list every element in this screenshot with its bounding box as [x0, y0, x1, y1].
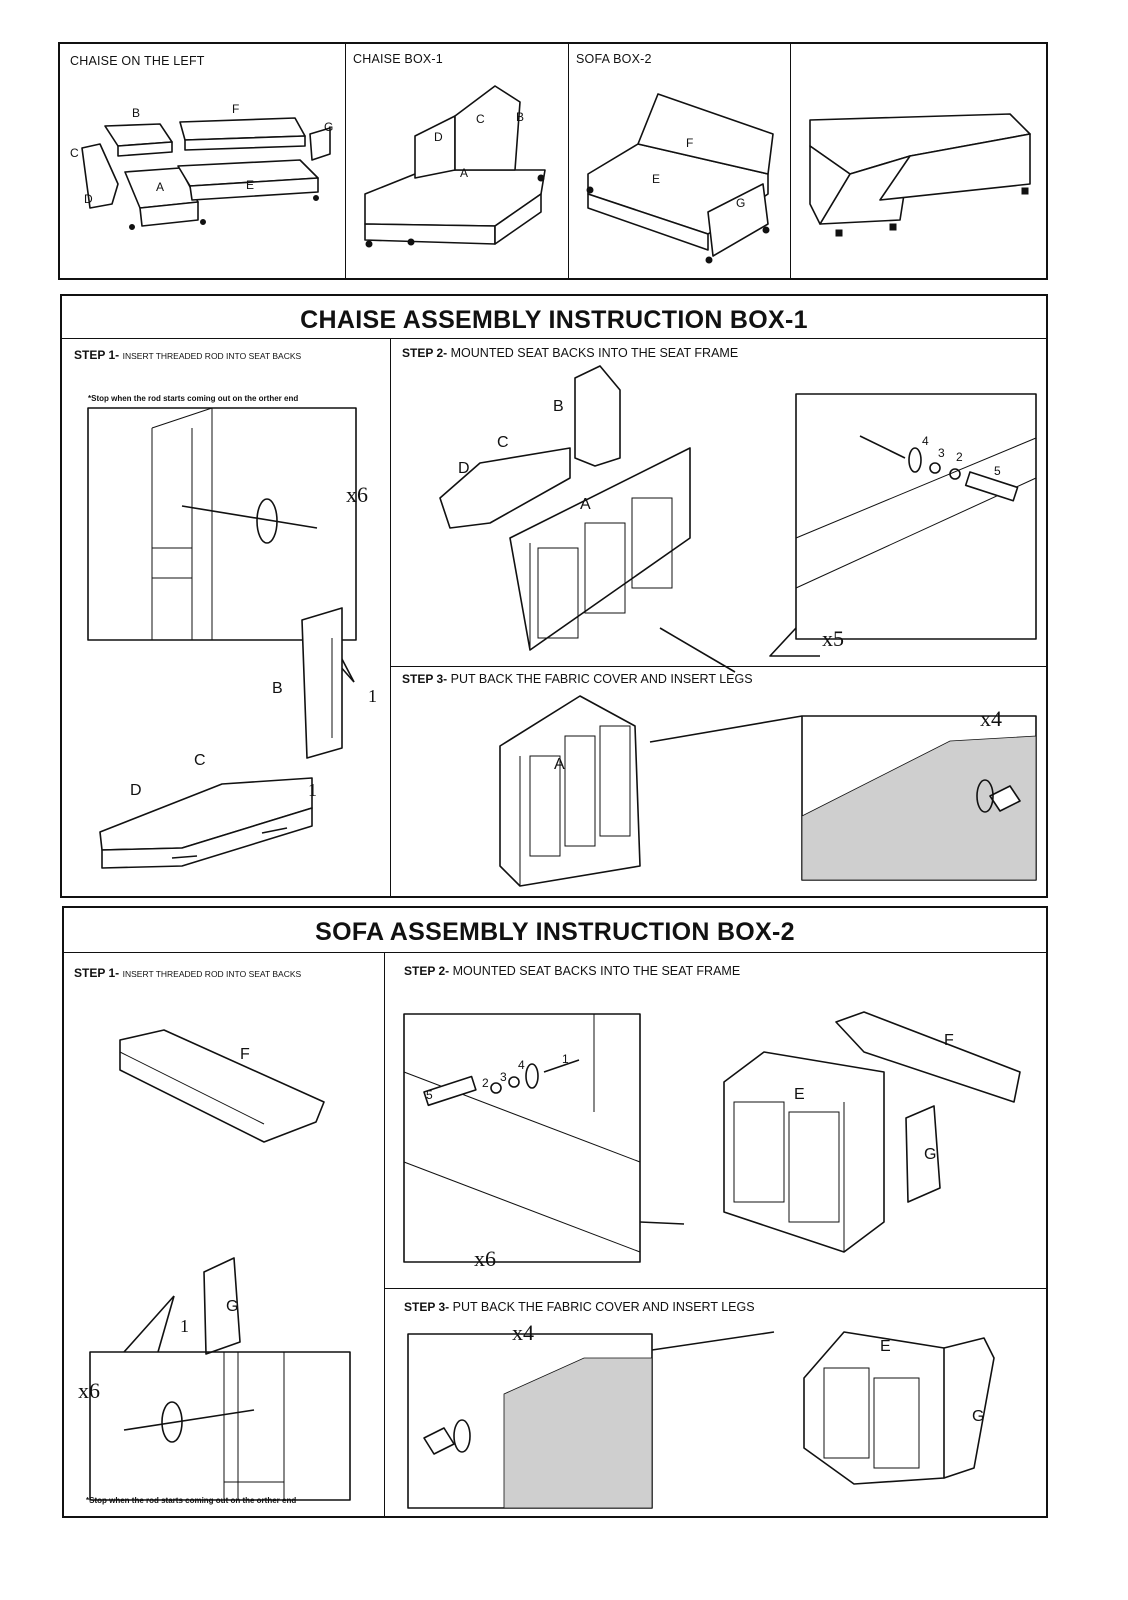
sofa-part-E: E [652, 172, 661, 186]
chaise-instruction-panel: CHAISE ASSEMBLY INSTRUCTION BOX-1 STEP 1… [60, 294, 1048, 898]
sofa-step2-text: MOUNTED SEAT BACKS INTO THE SEAT FRAME [452, 964, 741, 978]
chaise-step2-part-D: D [458, 460, 470, 477]
chaise-step1-drawing [87, 407, 357, 869]
sofa-step3-part-G: G [972, 1408, 985, 1425]
chaise-part-C: C [476, 112, 485, 126]
chaise-box-drawing [364, 85, 546, 248]
sofa-step1-number: 1 [180, 1316, 189, 1336]
sofa-step2-heading: STEP 2- MOUNTED SEAT BACKS INTO THE SEAT… [404, 964, 740, 978]
part-label-C: C [70, 146, 79, 160]
chaise-title: CHAISE ASSEMBLY INSTRUCTION BOX-1 [300, 306, 808, 334]
sofa-step2-part-G: G [924, 1146, 937, 1163]
chaise-step3-heading: STEP 3- PUT BACK THE FABRIC COVER AND IN… [402, 672, 753, 686]
chaise-step3-drawing [499, 695, 1037, 887]
overview-panel: CHAISE ON THE LEFT CHAISE BOX-1 SOFA BOX… [58, 42, 1048, 280]
sofa-part-G: G [736, 196, 746, 210]
sofa-step1-text: INSERT THREADED ROD INTO SEAT BACKS [122, 969, 302, 979]
chaise-step1-heading: STEP 1- INSERT THREADED ROD INTO SEAT BA… [74, 348, 301, 362]
chaise-step2-hardware-4: 4 [922, 434, 929, 448]
panel-caption-chaise-left: CHAISE ON THE LEFT [70, 54, 205, 68]
sofa-step2-hardware-4: 4 [518, 1058, 525, 1072]
sofa-step2-part-E: E [794, 1086, 805, 1103]
chaise-step1-text: INSERT THREADED ROD INTO SEAT BACKS [122, 351, 302, 361]
chaise-step1-part-C: C [194, 752, 206, 769]
part-label-F: F [232, 102, 240, 116]
divider [390, 666, 1046, 667]
part-label-E: E [246, 178, 255, 192]
sofa-step2-multiplier: x6 [474, 1246, 496, 1271]
sofa-step1-part-G: G [226, 1298, 239, 1315]
sofa-step1-note: *Stop when the rod starts coming out on … [86, 1496, 297, 1505]
divider [62, 338, 1046, 339]
sofa-step1-label: STEP 1- [74, 966, 120, 980]
part-label-D: D [84, 192, 93, 206]
divider [568, 44, 569, 278]
divider [345, 44, 346, 278]
part-label-G: G [324, 120, 334, 134]
chaise-step1-part-B: B [272, 680, 283, 697]
chaise-step2-part-A: A [580, 496, 591, 513]
sofa-box-drawing [586, 93, 774, 264]
sofa-title: SOFA ASSEMBLY INSTRUCTION BOX-2 [315, 918, 795, 946]
chaise-step2-multiplier: x5 [822, 626, 844, 651]
divider [790, 44, 791, 278]
chaise-part-D: D [434, 130, 443, 144]
chaise-step1-number: 1 [368, 686, 377, 706]
sofa-step3-heading: STEP 3- PUT BACK THE FABRIC COVER AND IN… [404, 1300, 755, 1314]
sofa-step2-hardware-1: 1 [562, 1052, 569, 1066]
part-label-B: B [132, 106, 141, 120]
sofa-step1-multiplier: x6 [78, 1378, 100, 1403]
sofa-step2-hardware-2: 2 [482, 1076, 489, 1090]
part-label-A: A [156, 180, 165, 194]
chaise-step2-label: STEP 2- [402, 346, 448, 360]
sofa-step2-part-F: F [944, 1032, 954, 1049]
chaise-step1-note: *Stop when the rod starts coming out on … [88, 394, 299, 403]
assembled-sectional-drawing [809, 113, 1031, 237]
chaise-step3-text: PUT BACK THE FABRIC COVER AND INSERT LEG… [450, 672, 753, 686]
sofa-instruction-panel: SOFA ASSEMBLY INSTRUCTION BOX-2 STEP 1- … [62, 906, 1048, 1518]
chaise-step2-drawing [439, 365, 1037, 673]
sofa-step3-text: PUT BACK THE FABRIC COVER AND INSERT LEG… [452, 1300, 755, 1314]
chaise-step3-part-A: A [554, 756, 565, 773]
chaise-step1-label: STEP 1- [74, 348, 120, 362]
chaise-step2-hardware-5: 5 [994, 464, 1001, 478]
chaise-step2-hardware-2: 2 [956, 450, 963, 464]
sofa-step3-label: STEP 3- [404, 1300, 450, 1314]
chaise-step1-multiplier: x6 [346, 482, 368, 507]
chaise-step2-heading: STEP 2- MOUNTED SEAT BACKS INTO THE SEAT… [402, 346, 738, 360]
sofa-part-F: F [686, 136, 694, 150]
panel-caption-sofa-box: SOFA BOX-2 [576, 52, 652, 66]
chaise-step2-part-C: C [497, 434, 509, 451]
sofa-step1-part-F: F [240, 1046, 250, 1063]
chaise-part-B: B [516, 110, 525, 124]
sofa-step3-part-E: E [880, 1338, 891, 1355]
sofa-step2-hardware-3: 3 [500, 1070, 507, 1084]
chaise-part-A: A [460, 166, 469, 180]
divider [64, 952, 1046, 953]
panel-caption-chaise-box: CHAISE BOX-1 [353, 52, 443, 66]
sofa-step1-heading: STEP 1- INSERT THREADED ROD INTO SEAT BA… [74, 966, 301, 980]
chaise-step3-multiplier: x4 [980, 706, 1002, 731]
sofa-step3-drawing [407, 1331, 995, 1509]
divider [384, 1288, 1046, 1289]
sofa-step2-label: STEP 2- [404, 964, 450, 978]
sofa-step1-drawing [89, 1029, 351, 1501]
chaise-step1-number: 1 [308, 780, 317, 800]
chaise-step1-part-D: D [130, 782, 142, 799]
sofa-step2-hardware-5: 5 [426, 1088, 433, 1102]
chaise-step3-label: STEP 3- [402, 672, 448, 686]
sofa-step2-drawing [403, 1011, 1021, 1263]
sofa-step3-multiplier: x4 [512, 1320, 534, 1345]
divider [384, 952, 385, 1516]
chaise-step2-text: MOUNTED SEAT BACKS INTO THE SEAT FRAME [450, 346, 739, 360]
chaise-step2-part-B: B [553, 398, 564, 415]
divider [390, 338, 391, 896]
exploded-view-drawing [81, 117, 331, 230]
chaise-step2-hardware-3: 3 [938, 446, 945, 460]
